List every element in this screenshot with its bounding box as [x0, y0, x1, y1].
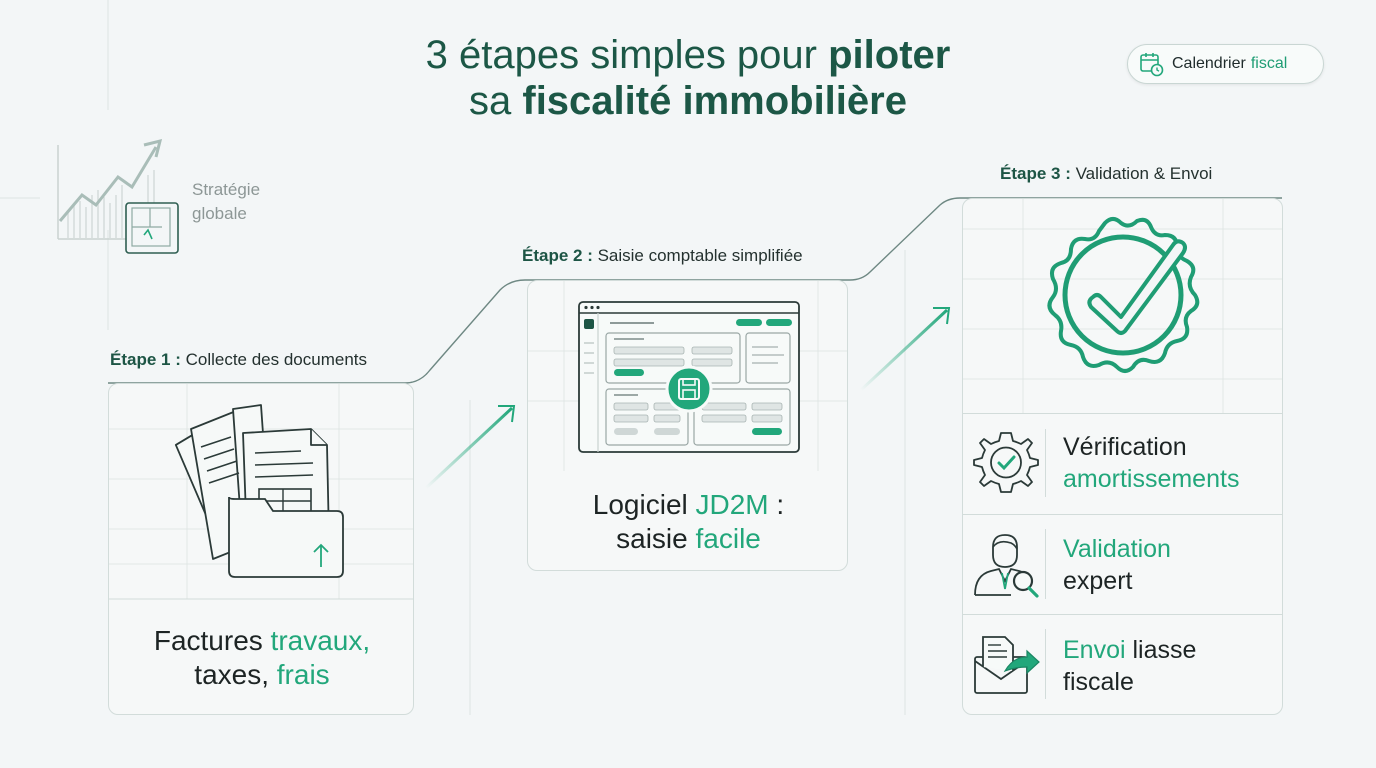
validation-item: Validation expert: [1063, 533, 1171, 597]
software-window-icon: [578, 301, 800, 453]
save-disk-icon: [665, 365, 713, 413]
step1-label-bold: Étape 1 :: [110, 350, 181, 369]
arrow-up-right-icon: [424, 405, 516, 490]
verification-line2: amortissements: [1063, 465, 1240, 493]
validation-line1: Validation: [1063, 535, 1171, 563]
step1-text-line2-green: frais: [276, 659, 330, 690]
step1-card: Factures travaux, taxes, frais: [108, 383, 414, 715]
title-line2-bold: fiscalité immobilière: [522, 79, 907, 123]
calendar-button-label: Calendrier: [1172, 55, 1246, 72]
step1-text-line1-green: travaux,: [270, 625, 371, 656]
step3-label: Étape 3 : Validation & Envoi: [1000, 164, 1212, 184]
step1-description: Factures travaux, taxes, frais: [109, 624, 413, 692]
step2-text-line2: saisie: [616, 523, 696, 554]
step2-label: Étape 2 : Saisie comptable simplifiée: [522, 246, 803, 266]
strategy-label: Stratégie globale: [192, 178, 260, 226]
step3-label-rest: Validation & Envoi: [1070, 164, 1213, 183]
calendar-clock-icon: [1140, 53, 1164, 77]
item1-separator: [1045, 429, 1046, 497]
badge-check-icon: [1047, 217, 1200, 373]
step2-text-line1: Logiciel: [592, 489, 696, 520]
verification-item: Vérification amortissements: [1063, 431, 1239, 495]
page-title: 3 étapes simples pour piloter sa fiscali…: [300, 32, 1076, 124]
item3-separator: [1045, 629, 1046, 699]
envelope-send-icon: [974, 636, 1040, 694]
step1-text-line1: Factures: [153, 625, 271, 656]
arrow-up-right-icon: [859, 307, 951, 392]
calendar-button-accent: fiscal: [1250, 55, 1288, 72]
step1-label-rest: Collecte des documents: [180, 350, 368, 369]
step1-text-line2: taxes,: [194, 659, 277, 690]
item2-separator: [1045, 529, 1046, 599]
step2-text-line1-end: :: [768, 489, 785, 520]
step3-divider-3: [963, 614, 1282, 615]
validation-line2: expert: [1063, 567, 1133, 595]
step3-divider-1: [963, 413, 1282, 414]
step2-description: Logiciel JD2M : saisie facile: [528, 488, 847, 556]
upload-arrow-icon: [313, 543, 329, 567]
step2-text-line1-green: JD2M: [695, 489, 769, 520]
step2-text-line2-green: facile: [695, 523, 761, 554]
envoi-line1-green: Envoi: [1063, 636, 1126, 664]
title-line2: sa: [469, 79, 523, 123]
envoi-item: Envoi liasse fiscale: [1063, 634, 1196, 698]
envoi-line1-dark: liasse: [1125, 636, 1197, 664]
step2-label-bold: Étape 2 :: [522, 246, 593, 265]
expert-magnifier-icon: [974, 534, 1039, 598]
step3-card: Vérification amortissements Validation e…: [962, 198, 1283, 715]
step3-divider-2: [963, 514, 1282, 515]
envoi-line2: fiscale: [1063, 668, 1134, 696]
strategy-line2: globale: [192, 204, 247, 223]
documents-folder-icon: [174, 404, 344, 578]
strategy-line1: Stratégie: [192, 180, 261, 199]
title-line1: 3 étapes simples pour: [425, 33, 829, 77]
growth-chart-icon: [57, 138, 179, 254]
title-line1-bold: piloter: [828, 33, 951, 77]
verification-line1: Vérification: [1063, 433, 1187, 461]
step3-card-grid: [963, 199, 1282, 413]
step3-label-bold: Étape 3 :: [1000, 164, 1071, 183]
step2-card: Logiciel JD2M : saisie facile: [527, 280, 848, 571]
step2-label-rest: Saisie comptable simplifiée: [592, 246, 803, 265]
gear-check-icon: [973, 432, 1039, 493]
step1-label: Étape 1 : Collecte des documents: [110, 350, 367, 370]
